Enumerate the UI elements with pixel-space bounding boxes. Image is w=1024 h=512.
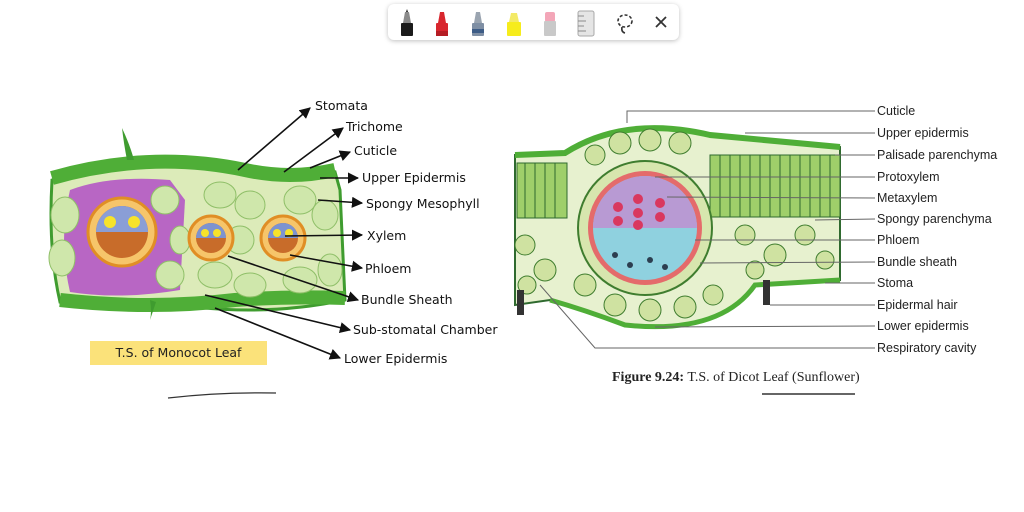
pen-icon [401, 9, 413, 36]
label-bundle-sheath: Bundle Sheath [361, 292, 453, 307]
label-spongy-mesophyll: Spongy Mesophyll [366, 196, 480, 211]
figure-number: Figure 9.24: [612, 370, 685, 385]
label-palisade-parenchyma: Palisade parenchyma [877, 148, 998, 162]
figure-title: T.S. of Dicot Leaf (Sunflower) [687, 370, 860, 385]
label-dicot-cuticle: Cuticle [877, 104, 916, 118]
label-trichome: Trichome [346, 119, 403, 134]
pen-icon [472, 12, 484, 36]
label-sub-stomatal-chamber: Sub-stomatal Chamber [353, 322, 498, 337]
ruler-tool[interactable] [573, 9, 599, 37]
eraser-icon [544, 12, 556, 36]
lasso-icon [617, 14, 633, 34]
label-phloem: Phloem [365, 261, 412, 276]
label-upper-epidermis: Upper Epidermis [362, 170, 466, 185]
label-dicot-bundle-sheath: Bundle sheath [877, 255, 957, 269]
highlighter-tool[interactable] [501, 9, 527, 37]
vascular-bundle-small [187, 214, 235, 262]
annotation-toolbar [388, 4, 679, 40]
label-spongy-parenchyma: Spongy parenchyma [877, 212, 992, 226]
label-epidermal-hair: Epidermal hair [877, 298, 958, 312]
close-icon [655, 16, 667, 28]
close-tool[interactable] [648, 9, 674, 37]
ruler-icon [577, 10, 595, 37]
highlighter-icon [507, 13, 521, 36]
monocot-caption: T.S. of Monocot Leaf [90, 341, 267, 365]
label-dicot-lower-epidermis: Lower epidermis [877, 319, 969, 333]
dicot-vascular-bundle [577, 160, 713, 296]
lasso-tool[interactable] [612, 9, 638, 37]
red-pen-tool[interactable] [429, 9, 455, 37]
label-cuticle: Cuticle [354, 143, 398, 158]
label-dicot-upper-epidermis: Upper epidermis [877, 126, 969, 140]
label-dicot-phloem: Phloem [877, 233, 920, 247]
vascular-bundle-large [86, 196, 158, 268]
pen-icon [436, 12, 448, 36]
label-lower-epidermis: Lower Epidermis [344, 351, 448, 366]
monocot-leaf-diagram [48, 107, 364, 399]
label-metaxylem: Metaxylem [877, 191, 938, 205]
vascular-bundle-small-2 [259, 214, 307, 262]
underline-stroke [762, 393, 855, 395]
label-xylem: Xylem [367, 228, 407, 243]
label-stoma: Stoma [877, 276, 914, 290]
label-protoxylem: Protoxylem [877, 170, 940, 184]
black-pen-tool[interactable] [394, 9, 420, 37]
eraser-tool[interactable] [537, 9, 563, 37]
blue-pen-tool[interactable] [465, 9, 491, 37]
label-respiratory-cavity: Respiratory cavity [877, 341, 977, 355]
dicot-leaf-diagram [514, 110, 875, 349]
label-stomata: Stomata [315, 98, 368, 113]
monocot-caption-text: T.S. of Monocot Leaf [115, 345, 242, 360]
dicot-figure-caption: Figure 9.24: T.S. of Dicot Leaf (Sunflow… [612, 370, 860, 386]
